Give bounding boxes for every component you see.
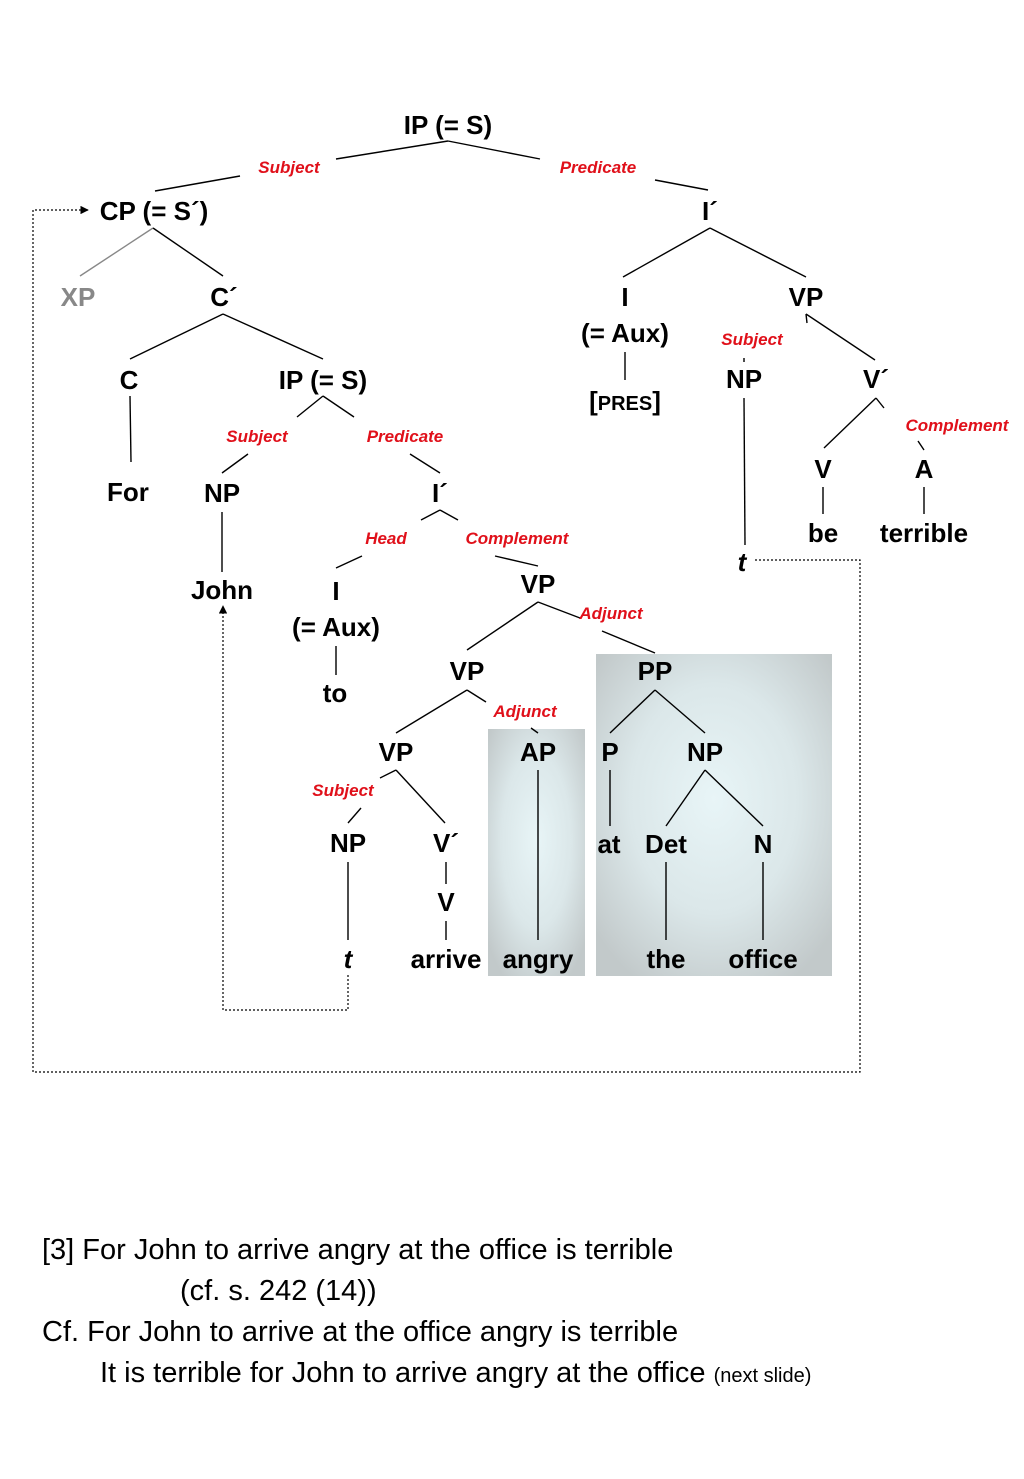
node-terrible: terrible [880, 518, 968, 548]
rel-subject-low: Subject [312, 781, 375, 800]
relation-labels: Subject Predicate Subject Subject Predic… [226, 158, 1010, 800]
node-vp-inner-top: VP [521, 569, 556, 599]
node-v-bar-low: V´ [433, 828, 459, 858]
rel-head-inner: Head [365, 529, 407, 548]
node-cp: CP (= S´) [100, 196, 209, 226]
node-the: the [647, 944, 686, 974]
node-det: Det [645, 829, 687, 859]
rel-complement-main: Complement [906, 416, 1010, 435]
node-t-main: t [738, 547, 748, 577]
node-np-trace-main: NP [726, 364, 762, 394]
node-pres: [PRES] [589, 386, 661, 416]
node-v-bar-main: V´ [863, 364, 889, 394]
node-vp-mid: VP [450, 656, 485, 686]
example-sentence-3: [3] For John to arrive angry at the offi… [42, 1234, 674, 1266]
node-n: N [754, 829, 773, 859]
rel-subject-root: Subject [258, 158, 321, 177]
node-aux-main: (= Aux) [581, 318, 669, 348]
node-np-office: NP [687, 737, 723, 767]
node-c-bar: C´ [210, 282, 237, 312]
node-at: at [597, 829, 620, 859]
node-i-bar-inner: I´ [432, 478, 448, 508]
rel-predicate-inner: Predicate [367, 427, 444, 446]
node-t-low: t [344, 944, 354, 974]
comparison-sentence: Cf. For John to arrive at the office ang… [42, 1316, 679, 1348]
rel-subject-vp-main: Subject [721, 330, 784, 349]
next-slide-note: (next slide) [713, 1365, 812, 1387]
trace-arrow-to-john [218, 605, 349, 1011]
node-vp-low: VP [379, 737, 414, 767]
rel-adjunct-pp: Adjunct [578, 604, 644, 623]
rel-subject-inner: Subject [226, 427, 289, 446]
node-p: P [601, 737, 618, 767]
node-ap: AP [520, 737, 556, 767]
node-v-low: V [437, 887, 455, 917]
extraposed-sentence: It is terrible for John to arrive angry … [100, 1357, 811, 1390]
node-ip-root: IP (= S) [404, 110, 492, 140]
tree-edges [79, 140, 925, 940]
pp-highlight-box [596, 654, 832, 976]
node-to: to [323, 678, 348, 708]
node-angry: angry [503, 944, 574, 974]
rel-adjunct-ap: Adjunct [492, 702, 558, 721]
node-arrive: arrive [411, 944, 482, 974]
tree-nodes: IP (= S) CP (= S´) I´ XP C´ I (= Aux) [P… [61, 110, 968, 974]
cross-reference: (cf. s. 242 (14)) [180, 1275, 377, 1307]
node-office: office [728, 944, 797, 974]
node-vp-main: VP [789, 282, 824, 312]
node-be: be [808, 518, 838, 548]
node-john: John [191, 575, 253, 605]
node-i-bar-main: I´ [702, 196, 718, 226]
node-aux-inner: (= Aux) [292, 612, 380, 642]
node-np-john: NP [204, 478, 240, 508]
node-c: C [120, 365, 139, 395]
node-a: A [915, 454, 934, 484]
node-ip-inner: IP (= S) [279, 365, 367, 395]
ap-highlight-box [488, 729, 585, 976]
node-xp: XP [61, 282, 96, 312]
node-pp: PP [638, 656, 673, 686]
node-v-be: V [814, 454, 832, 484]
node-np-subj-low: NP [330, 828, 366, 858]
node-i-main: I [621, 282, 628, 312]
rel-predicate-root: Predicate [560, 158, 637, 177]
node-i-inner: I [332, 576, 339, 606]
node-for: For [107, 477, 149, 507]
rel-complement-inner: Complement [466, 529, 570, 548]
extraposed-sentence-text: It is terrible for John to arrive angry … [100, 1357, 706, 1389]
